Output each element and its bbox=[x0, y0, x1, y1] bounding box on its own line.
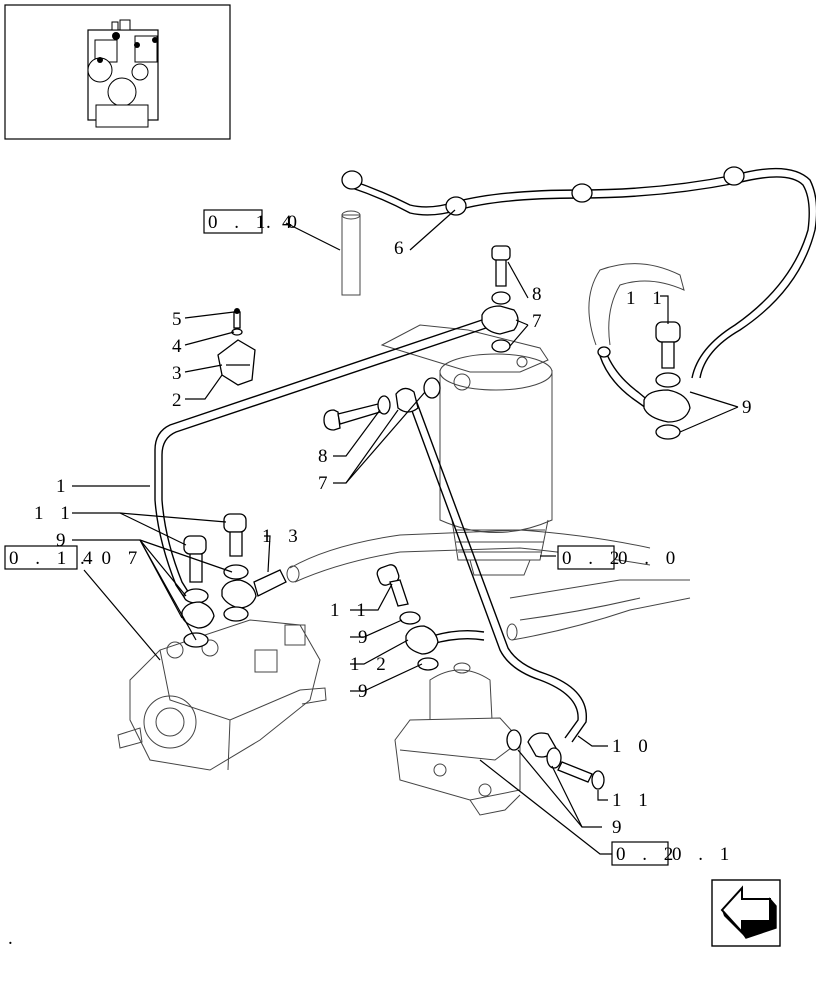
fuel-lift-pump bbox=[394, 662, 521, 816]
reference-0200[interactable]: 0 . 2 0 . 0 bbox=[557, 545, 681, 570]
reference-01407-boxed: 0 . 1 4 bbox=[9, 548, 99, 569]
engine-thumbnail[interactable] bbox=[4, 4, 231, 140]
part-label-11-bottom: 1 1 bbox=[612, 790, 654, 811]
part-label-7-mid: 7 bbox=[318, 473, 328, 494]
part-label-4: 4 bbox=[172, 336, 182, 357]
engine-thumbnail-icon bbox=[87, 19, 159, 128]
part-label-8-top: 8 bbox=[532, 284, 542, 305]
part-label-9-lift-a: 9 bbox=[358, 627, 368, 648]
part-label-11-left: 1 1 bbox=[34, 503, 76, 524]
back-arrow-icon bbox=[720, 885, 777, 939]
part-label-7-top: 7 bbox=[532, 311, 542, 332]
part-label-5: 5 bbox=[172, 309, 182, 330]
part-label-9-bottom: 9 bbox=[612, 817, 622, 838]
reference-0201-rest: 0 . 1 bbox=[672, 844, 735, 865]
part-labels: 6 5 4 3 2 8 7 1 1 9 8 7 1 1 1 9 1 3 1 1 … bbox=[34, 238, 752, 838]
part-label-1: 1 bbox=[56, 476, 66, 497]
part-label-2: 2 bbox=[172, 390, 182, 411]
part-label-10: 1 0 bbox=[612, 736, 654, 757]
injection-pump bbox=[117, 619, 327, 771]
reference-0140-rest: . 0 bbox=[266, 212, 303, 233]
part-label-13: 1 3 bbox=[262, 526, 304, 547]
reference-0140-boxed: 0 . 1 4 bbox=[208, 212, 298, 233]
part-label-9-right: 9 bbox=[742, 397, 752, 418]
part-label-8-mid: 8 bbox=[318, 446, 328, 467]
reference-0200-rest: 0 . 0 bbox=[618, 548, 681, 569]
footer-mark: . bbox=[8, 928, 13, 949]
part-label-9-lift-b: 9 bbox=[358, 681, 368, 702]
reference-0201[interactable]: 0 . 2 0 . 1 bbox=[611, 841, 735, 866]
reference-01407[interactable]: 0 . 1 4 . 0 7 bbox=[4, 545, 143, 570]
part-label-12: 1 2 bbox=[350, 654, 392, 675]
reference-0201-boxed: 0 . 2 bbox=[616, 844, 679, 865]
back-navigation-button[interactable] bbox=[711, 879, 781, 947]
part-label-11-right: 1 1 bbox=[626, 288, 668, 309]
fittings bbox=[181, 166, 745, 790]
reference-0140[interactable]: 0 . 1 4 . 0 bbox=[203, 209, 303, 234]
part-label-6: 6 bbox=[394, 238, 404, 259]
part-label-3: 3 bbox=[172, 363, 182, 384]
part-label-11-lift: 1 1 bbox=[330, 600, 372, 621]
reference-0200-boxed: 0 . 2 bbox=[562, 548, 625, 569]
part-label-9-left: 9 bbox=[56, 530, 66, 551]
reference-01407-rest: . 0 7 bbox=[80, 548, 143, 569]
leader-lines bbox=[72, 209, 739, 855]
